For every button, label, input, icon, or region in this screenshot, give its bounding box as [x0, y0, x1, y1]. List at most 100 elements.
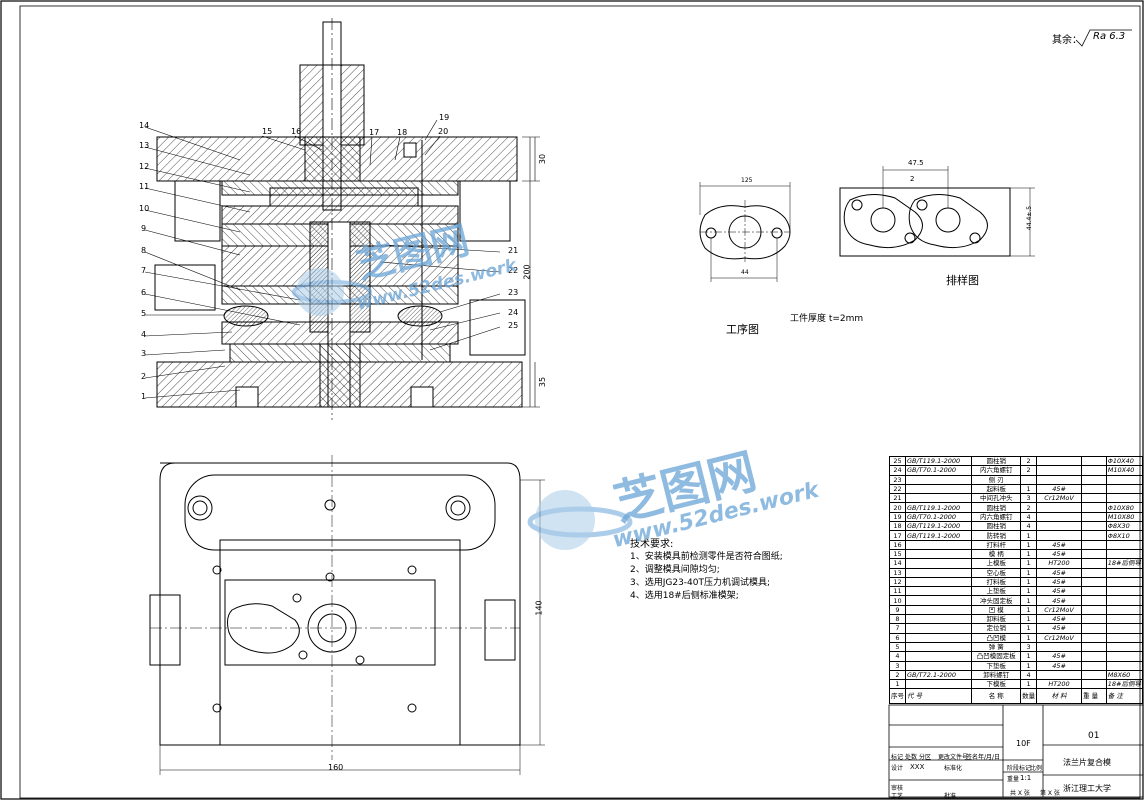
bom-cell-spec: [1105, 641, 1144, 653]
bom-cell-name: 防转销: [971, 530, 1022, 541]
bom-cell-qty: 3: [1020, 493, 1038, 504]
part-label-12: 12: [139, 162, 150, 171]
bom-cell-code: GB/T119.1-2000: [904, 502, 973, 513]
bom-cell-qty: 1: [1020, 651, 1038, 662]
bom-cell-name: 凹 模: [971, 604, 1022, 616]
tb-label-sheets: 共 X 张: [1010, 790, 1030, 797]
bom-cell-code: GB/T72.1-2000: [904, 669, 973, 681]
frame-border: [19, 5, 1141, 799]
bom-cell-spec: M10X40: [1105, 465, 1144, 476]
bom-cell-name: 起料板: [971, 483, 1022, 495]
bom-cell-material: [1036, 474, 1083, 485]
roughness-prefix: 其余：: [1052, 35, 1082, 46]
bom-cell-material: [1036, 502, 1083, 513]
part-label-17: 17: [369, 128, 380, 137]
thickness-note: 工件厚度 t=2mm: [790, 314, 864, 324]
bom-cell-spec: 18#后侧导: [1105, 679, 1144, 690]
tb-label-sign: 签名: [966, 754, 979, 761]
bom-cell-qty: 3: [1020, 641, 1038, 653]
bom-cell-material: [1036, 521, 1083, 532]
part-label-9: 9: [141, 224, 147, 233]
tb-label-mark: 标记: [891, 754, 904, 761]
bom-cell-spec: Φ8X30: [1105, 521, 1144, 532]
bom-cell-weight: [1081, 539, 1107, 550]
bom-cell-spec: Φ10X80: [1105, 502, 1144, 513]
bom-cell-name: 冲头固定板: [971, 595, 1022, 606]
plan-view: [149, 455, 545, 775]
part-label-3: 3: [141, 349, 147, 358]
bom-cell-code: [904, 483, 973, 495]
bom-cell-no: 20: [889, 502, 906, 513]
requirement-4: 4、选用18#后侧标准模架;: [630, 591, 739, 601]
bom-cell-spec: [1105, 632, 1144, 643]
bom-header-remarks: 备 注: [1105, 688, 1144, 705]
bom-cell-spec: [1105, 623, 1144, 634]
bom-cell-code: [904, 595, 973, 606]
bom-cell-material: [1036, 455, 1083, 467]
tb-label-stage: 阶段标记: [1007, 765, 1032, 772]
bom-cell-name: 中间孔冲头: [971, 493, 1022, 504]
bom-cell-name: 圆柱销: [971, 521, 1022, 532]
bom-cell-weight: [1081, 530, 1107, 541]
part-label-23: 23: [508, 288, 519, 297]
part-label-20: 20: [438, 127, 449, 136]
bom-cell-no: 14: [889, 558, 906, 569]
bom-cell-weight: [1081, 651, 1107, 662]
bom-cell-qty: 1: [1020, 576, 1038, 588]
bom-cell-qty: 1: [1020, 660, 1038, 671]
bom-cell-no: 17: [889, 530, 906, 541]
bom-cell-material: 45#: [1036, 539, 1083, 550]
sectional-view: [144, 18, 540, 420]
bom-cell-code: [904, 641, 973, 653]
bom-cell-weight: [1081, 586, 1107, 597]
bom-cell-no: 18: [889, 521, 906, 532]
bom-cell-qty: 1: [1020, 586, 1038, 597]
tb-designer: XXX: [910, 763, 925, 771]
bom-cell-code: [904, 493, 973, 504]
bom-cell-spec: [1105, 548, 1144, 560]
bom-cell-no: 1: [889, 679, 906, 690]
bom-cell-no: 10: [889, 595, 906, 606]
requirement-3: 3、选用JG23-40T压力机调试模具;: [630, 578, 771, 588]
bom-cell-qty: 1: [1020, 614, 1038, 625]
bom-header-code: 代 号: [904, 688, 973, 705]
tb-label-date: 年/月/日: [978, 754, 1001, 761]
bom-cell-material: 45#: [1036, 576, 1083, 588]
part-label-8: 8: [141, 246, 147, 255]
part-label-14: 14: [139, 121, 150, 130]
bom-cell-no: 13: [889, 567, 906, 578]
bom-cell-code: [904, 604, 973, 616]
bom-cell-spec: [1105, 483, 1144, 495]
bom-cell-spec: [1105, 539, 1144, 550]
bom-cell-spec: [1105, 567, 1144, 578]
bom-cell-name: 内六角螺钉: [971, 511, 1022, 523]
bom-cell-spec: [1105, 474, 1144, 485]
bom-cell-material: HT200: [1036, 679, 1083, 690]
bom-cell-weight: [1081, 558, 1107, 569]
bom-cell-qty: 1: [1020, 530, 1038, 541]
bom-cell-spec: [1105, 604, 1144, 616]
part-label-24: 24: [508, 308, 519, 317]
bom-header-material: 材 料: [1036, 688, 1083, 705]
bom-cell-code: [904, 660, 973, 671]
bom-cell-material: 45#: [1036, 614, 1083, 625]
bom-cell-qty: 1: [1020, 595, 1038, 606]
bom-header-qty: 数量: [1020, 688, 1038, 705]
bom-cell-qty: 1: [1020, 558, 1038, 569]
bom-cell-weight: [1081, 465, 1107, 476]
bom-cell-qty: 4: [1020, 521, 1038, 532]
bom-cell-no: 16: [889, 539, 906, 550]
part-label-7: 7: [141, 266, 147, 275]
part-label-11: 11: [139, 182, 150, 191]
bom-cell-code: [904, 548, 973, 560]
bom-cell-weight: [1081, 660, 1107, 671]
bom-cell-no: 25: [889, 455, 906, 467]
bom-cell-qty: 1: [1020, 679, 1038, 690]
